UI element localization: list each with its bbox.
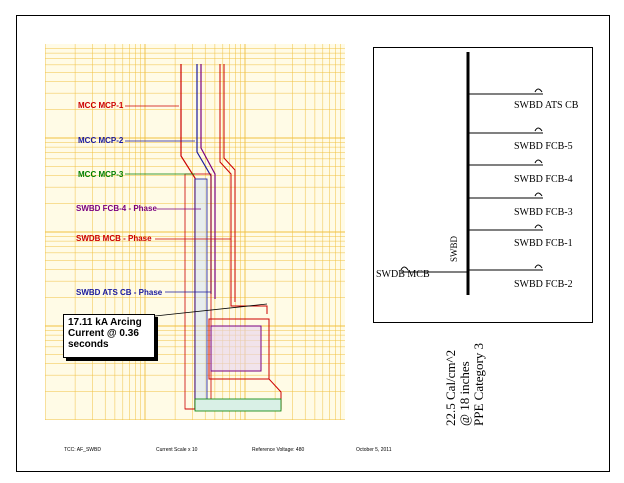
label-mcc-mcp-1: MCC MCP-1 xyxy=(78,101,124,110)
feeder-breaker-symbol xyxy=(534,127,543,132)
feeder-breaker-symbol xyxy=(534,88,543,93)
feeder-label-2: SWBD FCB-4 xyxy=(514,174,573,185)
label-swbd-ats-cb: SWBD ATS CB - Phase xyxy=(76,288,163,297)
green-band xyxy=(194,398,282,412)
label-mcc-mcp-2: MCC MCP-2 xyxy=(78,136,124,145)
arc-current-note: 17.11 kA Arcing Current @ 0.36 seconds xyxy=(63,314,155,358)
incident-energy-note: 22.5 Cal/cm^2 @ 18 inches PPE Category 3 xyxy=(443,342,486,426)
hatch-blue xyxy=(194,178,208,410)
feeder-breaker-symbol xyxy=(534,224,543,229)
energy-line-3: PPE Category 3 xyxy=(471,342,486,426)
arc-note-line-2: Current @ 0.36 xyxy=(68,328,139,339)
curve-swdb-mcb xyxy=(219,64,268,314)
one-line-border xyxy=(373,47,593,323)
arc-note-line-3: seconds xyxy=(68,339,109,350)
footer-voltage: Reference Voltage: 480 xyxy=(252,447,305,453)
feeder-label-1: SWBD FCB-5 xyxy=(514,141,573,152)
label-swbd-fcb-4: SWBD FCB-4 - Phase xyxy=(76,204,157,213)
footer-scale: Current Scale x 10 xyxy=(156,447,198,453)
protection-curves xyxy=(125,64,282,412)
main-breaker-label: SWDB MCB xyxy=(376,269,430,280)
footer-tcc: TCC: AF_SWBD xyxy=(64,447,101,453)
one-line-diagram xyxy=(373,47,593,323)
breaker-band-purple xyxy=(210,325,262,372)
footer-date: October 5, 2011 xyxy=(356,447,392,453)
label-swdb-mcb: SWDB MCB - Phase xyxy=(76,234,152,243)
feeder-breaker-symbol xyxy=(534,159,543,164)
curve-swbd-fcb-4 xyxy=(200,64,216,299)
curve-swdb-mcb-inner xyxy=(223,64,236,302)
feeder-lines xyxy=(468,88,543,271)
feeder-label-3: SWBD FCB-3 xyxy=(514,207,573,218)
feeder-breaker-symbol xyxy=(534,192,543,197)
feeder-breaker-symbol xyxy=(534,264,543,269)
main-breaker-symbol xyxy=(400,266,409,271)
feeder-label-0: SWBD ATS CB xyxy=(514,100,579,111)
energy-line-2: @ 18 inches xyxy=(457,361,472,426)
feeder-label-5: SWBD FCB-2 xyxy=(514,279,573,290)
feeder-label-4: SWBD FCB-1 xyxy=(514,238,573,249)
label-mcc-mcp-3: MCC MCP-3 xyxy=(78,170,124,179)
leader-arc-note xyxy=(154,303,268,317)
bus-label: SWBD xyxy=(449,235,459,262)
arc-note-line-1: 17.11 kA Arcing xyxy=(68,317,142,328)
energy-line-1: 22.5 Cal/cm^2 xyxy=(443,349,458,426)
